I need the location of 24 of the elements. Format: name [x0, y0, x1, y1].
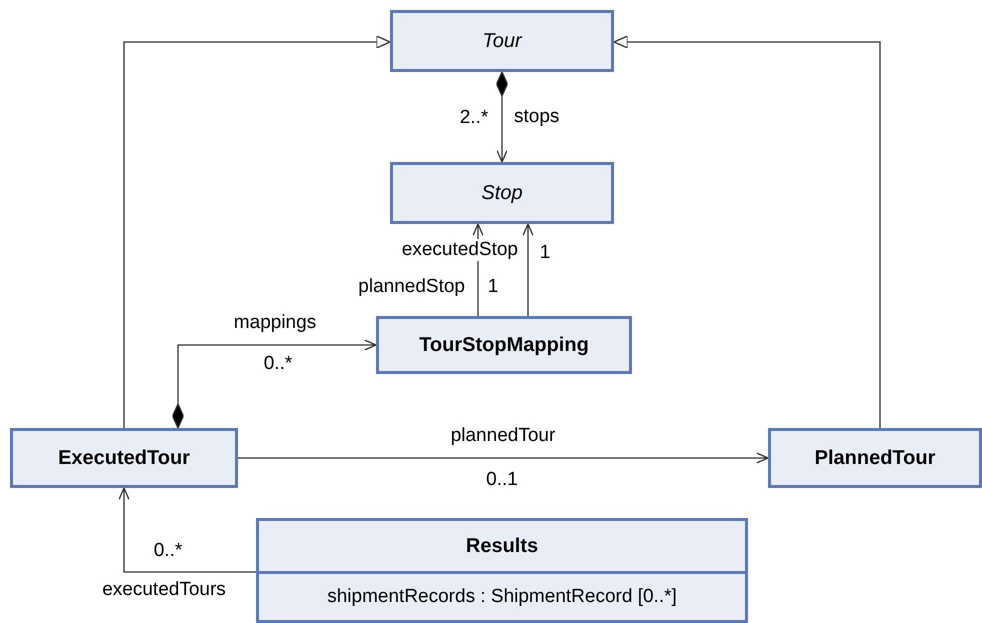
- role-label: plannedTour: [450, 425, 556, 447]
- role-label: mappings: [232, 312, 318, 334]
- class-box: [390, 10, 614, 72]
- class-name: ExecutedTour: [58, 446, 190, 470]
- association-arrow: [238, 452, 769, 464]
- composition-arrow: [496, 71, 508, 163]
- generalization-arrow: [123, 35, 391, 428]
- class-box: [10, 428, 238, 488]
- association-arrow: [522, 223, 534, 316]
- attribute-text: shipmentRecords : ShipmentRecord [0..*]: [327, 586, 677, 608]
- class-name: Results: [466, 534, 538, 558]
- class-box-with-attribute: [256, 518, 748, 623]
- association-arrow: [118, 487, 256, 573]
- class-box: [390, 162, 614, 224]
- class-name: Tour: [482, 30, 522, 52]
- class-box: [768, 428, 982, 488]
- class-name: PlannedTour: [814, 446, 936, 470]
- composition-arrow: [172, 339, 377, 429]
- class-box: [376, 316, 632, 374]
- role-label: plannedStop: [357, 276, 466, 298]
- class-name: Stop: [481, 182, 523, 204]
- generalization-arrow: [613, 35, 881, 428]
- role-label: executedStop: [400, 239, 519, 261]
- class-name: TourStopMapping: [419, 334, 589, 356]
